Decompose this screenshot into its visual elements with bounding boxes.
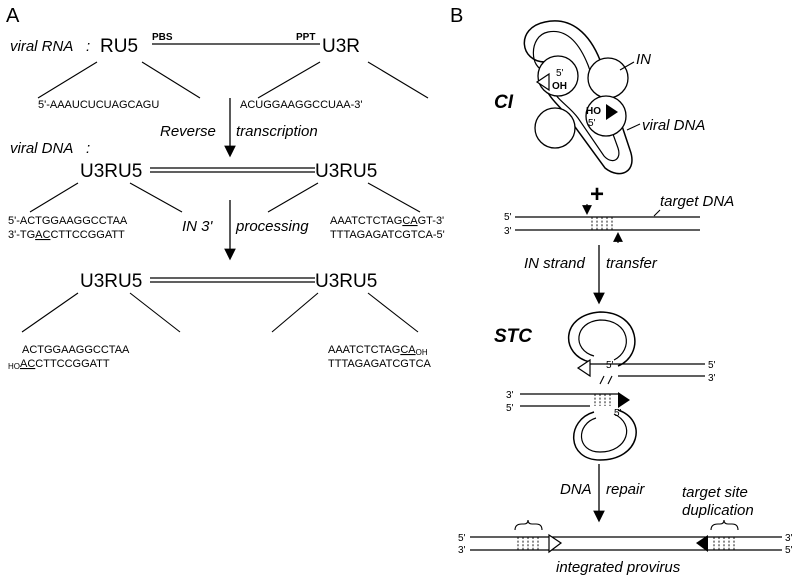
panel-b-label: B bbox=[450, 5, 463, 27]
stc-lower-loop-outer bbox=[572, 409, 637, 461]
dna-zoom-line-right-2 bbox=[367, 182, 421, 213]
target-dna-label: target DNA bbox=[660, 193, 734, 210]
processed-ltr-left: U3RU5 bbox=[80, 271, 142, 292]
target-3prime: 3' bbox=[504, 226, 512, 237]
stc-gap-mark-2 bbox=[607, 375, 613, 385]
stc-open-arrowhead bbox=[576, 358, 591, 378]
viral-dna-loop-outer bbox=[523, 20, 633, 175]
integrase-subunit-3 bbox=[534, 107, 576, 149]
integrated-provirus-label: integrated provirus bbox=[556, 559, 681, 576]
tsd-left-brace bbox=[514, 519, 543, 531]
proc-top-left-seq: ACTGGAAGGCCTAA bbox=[22, 344, 130, 356]
in-pointer-line bbox=[619, 61, 635, 71]
stc-filled-arrowhead bbox=[618, 392, 630, 408]
stc-lower-3prime: 3' bbox=[506, 390, 514, 401]
proc-bottom-left-seq: HOACCTTCCGGATT bbox=[8, 358, 110, 371]
dna-bottom-left-seq: 3'-TGACCTTCCGGATT bbox=[8, 229, 125, 241]
stc-upper-loop-outer bbox=[567, 311, 636, 367]
viral-rna-colon: : bbox=[86, 38, 90, 55]
stc-complex: STC 5' 3' 5' 3' 5' 5' bbox=[494, 311, 716, 461]
dna-repair-left-label: DNA bbox=[560, 481, 592, 498]
ci-5prime-top: 5' bbox=[556, 68, 564, 79]
rna-zoom-line-left-2 bbox=[141, 61, 201, 99]
plus-sign: + bbox=[590, 181, 604, 208]
viral-dna-pointer-line bbox=[626, 123, 641, 131]
tsd-right-brace bbox=[710, 519, 739, 531]
panel-a: A viral RNA : RU5 PBS PPT U3R 5'-AAAUCUC… bbox=[6, 5, 445, 371]
dna-zoom-line-left-2 bbox=[129, 182, 183, 213]
provirus-5prime-left: 5' bbox=[458, 533, 466, 544]
step1-left-label: Reverse bbox=[160, 123, 216, 140]
panel-a-label: A bbox=[6, 5, 20, 27]
stc-gap-mark-1 bbox=[599, 375, 605, 385]
target-dna-pointer bbox=[653, 209, 661, 217]
stc-lower-loop-inner bbox=[580, 413, 628, 453]
panel-b: B 5' OH HO 5' IN viral DNA CI + 5' 3' bbox=[450, 5, 793, 576]
provirus-open-arrowhead bbox=[548, 533, 563, 554]
dna-ltr-right: U3RU5 bbox=[315, 161, 377, 182]
target-5prime: 5' bbox=[504, 212, 512, 223]
stc-upper-loop-inner bbox=[578, 319, 627, 361]
rna-zoom-line-left-1 bbox=[37, 61, 98, 99]
target-dna: 5' 3' target DNA bbox=[504, 193, 734, 243]
strand-transfer-left-label: IN strand bbox=[524, 255, 586, 272]
ci-oh-label: OH bbox=[552, 81, 567, 92]
ppt-label: PPT bbox=[296, 32, 315, 43]
ci-ho-label: HO bbox=[586, 106, 601, 117]
integrase-subunit-1 bbox=[587, 57, 629, 99]
rna-seq-right: ACUGGAAGGCCUAA-3' bbox=[240, 99, 363, 111]
stc-upper-5prime-end: 5' bbox=[606, 360, 614, 371]
rna-zoom-line-right-1 bbox=[257, 61, 321, 99]
dna-zoom-line-right-1 bbox=[267, 182, 319, 213]
dna-top-left-seq: 5'-ACTGGAAGGCCTAA bbox=[8, 215, 128, 227]
viral-dna-label: viral DNA bbox=[642, 117, 705, 134]
tsd-label-line1: target site bbox=[682, 484, 748, 501]
step2-left-label: IN 3' bbox=[182, 218, 214, 235]
integrated-provirus: 5' 3' 3' 5' integrated provirus bbox=[458, 519, 793, 576]
processed-ltr-right: U3RU5 bbox=[315, 271, 377, 292]
in-label: IN bbox=[636, 51, 651, 68]
viral-dna-loop-inner bbox=[532, 30, 620, 162]
provirus-filled-arrowhead bbox=[696, 535, 708, 552]
provirus-3prime-right: 3' bbox=[785, 533, 793, 544]
step2-right-label: processing bbox=[235, 218, 309, 235]
viral-end-filled-arrowhead bbox=[606, 104, 618, 120]
viral-dna-colon: : bbox=[86, 140, 90, 157]
viral-end-open-arrowhead bbox=[535, 72, 550, 92]
stc-label: STC bbox=[494, 326, 532, 347]
stc-upper-3prime: 3' bbox=[708, 373, 716, 384]
proc-zoom-line-left-2 bbox=[129, 292, 181, 333]
proc-zoom-line-left-1 bbox=[21, 292, 79, 333]
stc-lower-5prime-end: 5' bbox=[614, 408, 622, 419]
dna-ltr-left: U3RU5 bbox=[80, 161, 142, 182]
step1-right-label: transcription bbox=[236, 123, 318, 140]
dna-zoom-line-left-1 bbox=[29, 182, 79, 213]
dna-repair-right-label: repair bbox=[606, 481, 645, 498]
proc-top-right-seq: AAATCTCTAGCAOH bbox=[328, 344, 428, 357]
ci-5prime-bottom: 5' bbox=[588, 118, 596, 129]
viral-dna-label: viral DNA bbox=[10, 140, 73, 157]
provirus-5prime-right: 5' bbox=[785, 545, 793, 556]
proc-zoom-line-right-1 bbox=[271, 292, 319, 333]
rna-seq-left: 5'-AAAUCUCUAGCAGU bbox=[38, 99, 159, 111]
rna-u3r-label: U3R bbox=[322, 36, 360, 57]
ci-label: CI bbox=[494, 92, 514, 113]
dna-bottom-right-seq: TTTAGAGATCGTCA-5' bbox=[330, 229, 445, 241]
rna-zoom-line-right-2 bbox=[367, 61, 429, 99]
pbs-label: PBS bbox=[152, 32, 173, 43]
stc-upper-5prime: 5' bbox=[708, 360, 716, 371]
tsd-label-line2: duplication bbox=[682, 502, 754, 519]
dna-top-right-seq: AAATCTCTAGCAGT-3' bbox=[330, 215, 444, 227]
viral-rna-label: viral RNA bbox=[10, 38, 73, 55]
stc-lower-5prime: 5' bbox=[506, 403, 514, 414]
rna-ru5-label: RU5 bbox=[100, 36, 138, 57]
proc-bottom-right-seq: TTTAGAGATCGTCA bbox=[328, 358, 432, 370]
strand-transfer-right-label: transfer bbox=[606, 255, 658, 272]
ci-complex: 5' OH HO 5' IN viral DNA bbox=[523, 20, 705, 175]
provirus-3prime-left: 3' bbox=[458, 545, 466, 556]
proc-zoom-line-right-2 bbox=[367, 292, 419, 333]
